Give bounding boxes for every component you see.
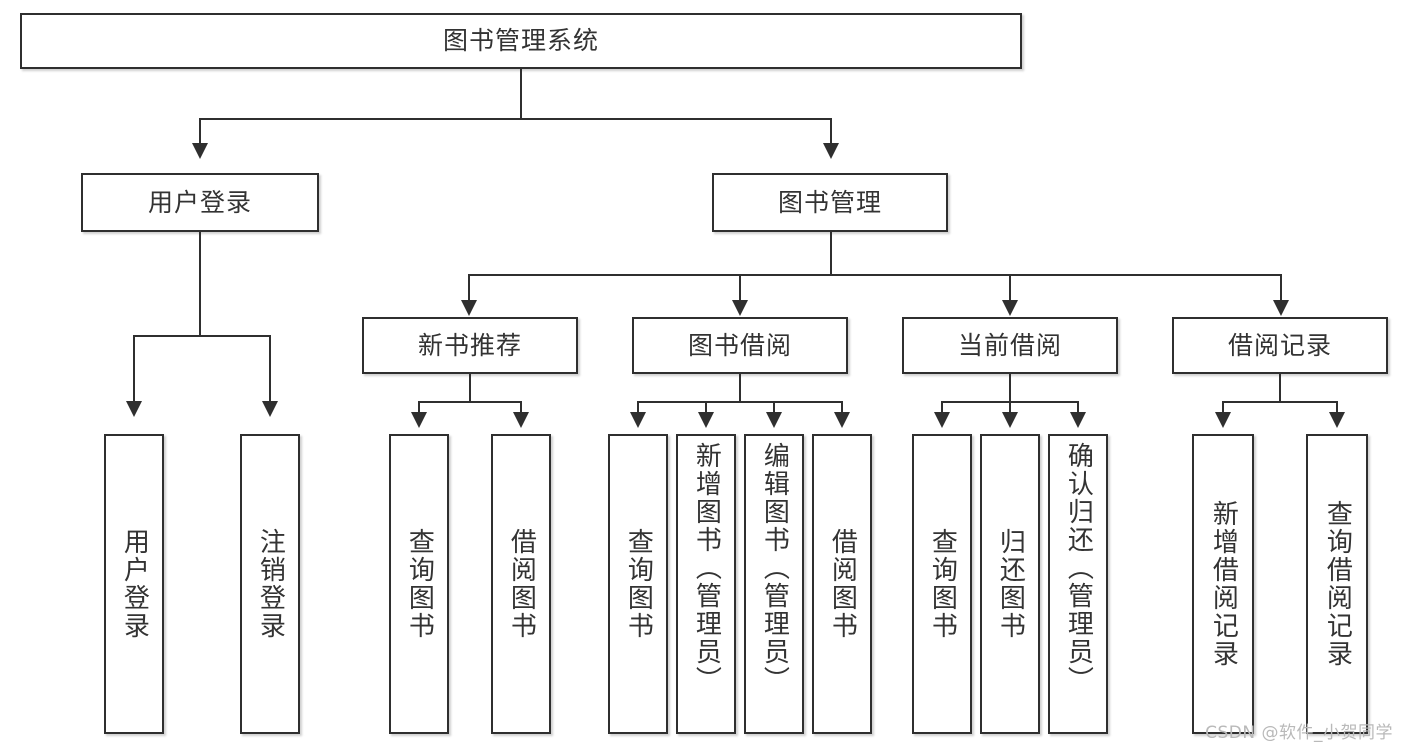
- edge-user-login-bus: [133, 335, 269, 337]
- leaf-query-book-1[interactable]: 查询图书: [389, 434, 449, 734]
- arrow-to-leaf-edit-book-admin: [766, 412, 782, 428]
- leaf-edit-book-admin[interactable]: 编辑图书（管理员）: [744, 434, 804, 734]
- edge-nbr-bus: [418, 401, 522, 403]
- leaf-query-book-3[interactable]: 查询图书: [912, 434, 972, 734]
- node-label: 借阅图书: [506, 528, 537, 640]
- node-label: 图书管理: [777, 187, 882, 217]
- node-new-book-recommend[interactable]: 新书推荐: [362, 317, 578, 374]
- node-label: 新书推荐: [417, 330, 522, 360]
- edge-bm-branch-4: [1280, 274, 1282, 302]
- edge-root-to-user-login: [199, 118, 201, 145]
- node-label: 新增借阅记录: [1208, 500, 1239, 668]
- edge-root-stem: [520, 69, 522, 119]
- edge-bb-branch-4: [841, 401, 843, 415]
- arrow-to-book-borrow: [732, 300, 748, 316]
- edge-cb-stem: [1009, 374, 1011, 403]
- leaf-add-book-admin[interactable]: 新增图书（管理员）: [676, 434, 736, 734]
- leaf-confirm-return-admin[interactable]: 确认归还（管理员）: [1048, 434, 1108, 734]
- edge-root-bus: [199, 118, 832, 120]
- edge-br-branch-1: [1222, 401, 1224, 415]
- node-label: 借阅图书: [827, 528, 858, 640]
- node-user-login[interactable]: 用户登录: [81, 173, 319, 232]
- edge-user-login-branch-1: [133, 335, 135, 403]
- edge-cb-branch-1: [941, 401, 943, 415]
- node-label: 归还图书: [995, 528, 1026, 640]
- node-label: 新增图书（管理员）: [691, 442, 722, 694]
- leaf-logout-login[interactable]: 注销登录: [240, 434, 300, 734]
- edge-br-branch-2: [1336, 401, 1338, 415]
- edge-nbr-branch-2: [520, 401, 522, 415]
- node-label: 查询借阅记录: [1322, 500, 1353, 668]
- node-book-borrow[interactable]: 图书借阅: [632, 317, 848, 374]
- edge-bb-branch-1: [637, 401, 639, 415]
- leaf-borrow-book-2[interactable]: 借阅图书: [812, 434, 872, 734]
- arrow-to-leaf-borrow-book-1: [513, 412, 529, 428]
- arrow-to-book-management: [823, 143, 839, 159]
- arrow-to-leaf-query-book-1: [411, 412, 427, 428]
- node-label: 查询图书: [927, 528, 958, 640]
- node-label: 确认归还（管理员）: [1063, 442, 1094, 694]
- node-book-management[interactable]: 图书管理: [712, 173, 948, 232]
- node-label: 查询图书: [404, 528, 435, 640]
- node-label: 借阅记录: [1227, 330, 1332, 360]
- leaf-query-book-2[interactable]: 查询图书: [608, 434, 668, 734]
- arrow-to-new-book-recommend: [461, 300, 477, 316]
- arrow-to-leaf-logout-login: [262, 401, 278, 417]
- edge-bm-branch-1: [468, 274, 470, 302]
- arrow-to-leaf-query-book-2: [630, 412, 646, 428]
- leaf-user-login[interactable]: 用户登录: [104, 434, 164, 734]
- edge-br-bus: [1222, 401, 1338, 403]
- node-borrow-record[interactable]: 借阅记录: [1172, 317, 1388, 374]
- arrow-to-leaf-user-login: [126, 401, 142, 417]
- edge-bb-branch-2: [705, 401, 707, 415]
- edge-bb-bus: [637, 401, 843, 403]
- node-label: 图书管理系统: [442, 26, 599, 56]
- edge-user-login-stem: [199, 232, 201, 336]
- arrow-to-borrow-record: [1273, 300, 1289, 316]
- node-label: 编辑图书（管理员）: [759, 442, 790, 694]
- node-label: 图书借阅: [687, 330, 792, 360]
- node-current-borrow[interactable]: 当前借阅: [902, 317, 1118, 374]
- arrow-to-leaf-add-book-admin: [698, 412, 714, 428]
- edge-user-login-branch-2: [269, 335, 271, 403]
- edge-bb-stem: [739, 374, 741, 403]
- arrow-to-leaf-add-borrow-record: [1215, 412, 1231, 428]
- edge-br-stem: [1279, 374, 1281, 403]
- node-book-management-system[interactable]: 图书管理系统: [20, 13, 1022, 69]
- leaf-add-borrow-record[interactable]: 新增借阅记录: [1192, 434, 1254, 734]
- leaf-return-book[interactable]: 归还图书: [980, 434, 1040, 734]
- arrow-to-leaf-return-book: [1002, 412, 1018, 428]
- node-label: 注销登录: [255, 528, 286, 640]
- arrow-to-leaf-query-book-3: [934, 412, 950, 428]
- leaf-borrow-book-1[interactable]: 借阅图书: [491, 434, 551, 734]
- arrow-to-leaf-borrow-book-2: [834, 412, 850, 428]
- edge-root-to-book-management: [830, 118, 832, 145]
- arrow-to-current-borrow: [1002, 300, 1018, 316]
- edge-book-management-stem: [830, 232, 832, 276]
- arrow-to-leaf-query-borrow-record: [1329, 412, 1345, 428]
- edge-bm-branch-2: [739, 274, 741, 302]
- edge-bb-branch-3: [773, 401, 775, 415]
- node-label: 当前借阅: [957, 330, 1062, 360]
- edge-cb-branch-3: [1077, 401, 1079, 415]
- edge-book-management-bus: [468, 274, 1282, 276]
- edge-cb-branch-2: [1009, 401, 1011, 415]
- node-label: 查询图书: [623, 528, 654, 640]
- arrow-to-leaf-confirm-return-admin: [1070, 412, 1086, 428]
- node-label: 用户登录: [119, 528, 150, 640]
- edge-nbr-stem: [469, 374, 471, 403]
- edge-bm-branch-3: [1009, 274, 1011, 302]
- leaf-query-borrow-record[interactable]: 查询借阅记录: [1306, 434, 1368, 734]
- node-label: 用户登录: [147, 187, 252, 217]
- arrow-to-user-login: [192, 143, 208, 159]
- edge-nbr-branch-1: [418, 401, 420, 415]
